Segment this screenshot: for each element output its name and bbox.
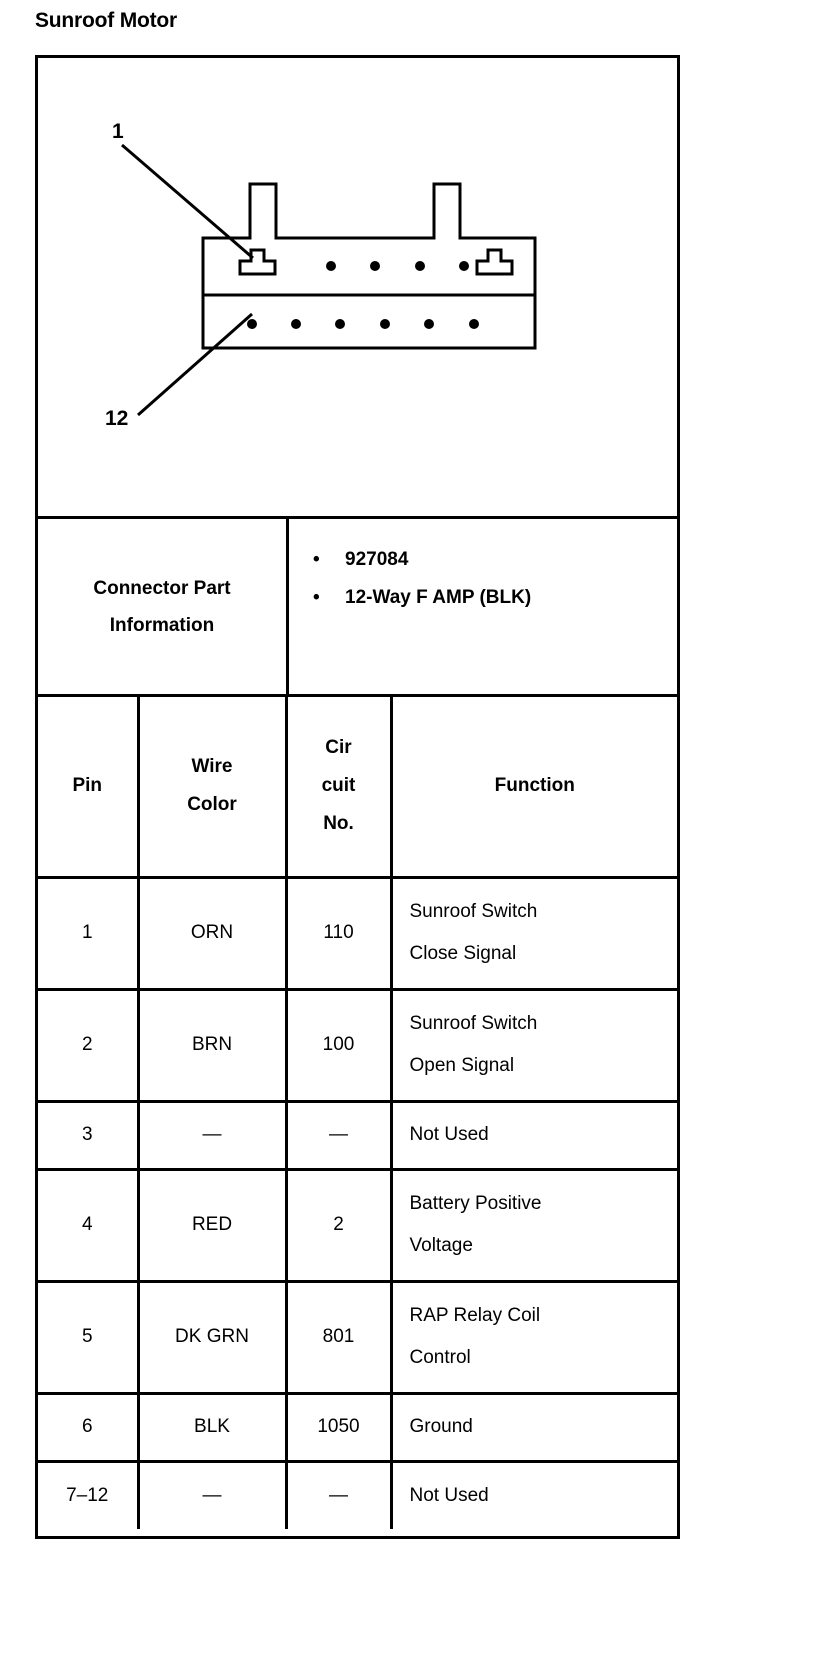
connector-diagram-svg: 1 12 <box>105 120 537 430</box>
cell-function: Battery Positive Voltage <box>391 1169 677 1283</box>
table-row: 4 RED 2 Battery Positive Voltage <box>38 1169 677 1283</box>
cell-circuit-no: — <box>286 1461 393 1529</box>
cell-circuit-no: 1050 <box>286 1393 393 1463</box>
cell-function: Sunroof Switch Open Signal <box>391 989 677 1103</box>
page-title: Sunroof Motor <box>35 9 178 32</box>
header-line: Color <box>187 794 237 816</box>
cpi-value-item: • 927084 <box>313 541 677 579</box>
cpi-value-text: 927084 <box>345 549 409 570</box>
cell-wire-color: ORN <box>138 877 288 991</box>
cell-pin: 1 <box>38 877 140 991</box>
cavity-pin-4 <box>415 261 425 271</box>
cavity-keyed-pin-1 <box>238 248 277 276</box>
callout-leader-1 <box>121 143 254 260</box>
table-row: 6 BLK 1050 Ground <box>38 1393 677 1463</box>
function-line: Open Signal <box>409 1055 515 1076</box>
cpi-label-line-2: Information <box>109 614 215 636</box>
function-line: RAP Relay Coil <box>409 1305 541 1326</box>
cavity-pin-5 <box>459 261 469 271</box>
cell-pin: 2 <box>38 989 140 1103</box>
cell-pin: 4 <box>38 1169 140 1283</box>
connector-part-information-values: • 927084 • 12-Way F AMP (BLK) <box>289 519 677 694</box>
function-line: Close Signal <box>409 943 517 964</box>
function-line: Not Used <box>409 1124 489 1145</box>
pin-assignment-table: Pin Wire Color Cir cuit No. Function <box>38 697 677 1529</box>
cell-function: Sunroof Switch Close Signal <box>391 877 677 991</box>
cavity-pin-8 <box>424 319 434 329</box>
table-header-row: Pin Wire Color Cir cuit No. Function <box>38 697 677 879</box>
header-line: Pin <box>72 775 103 797</box>
cell-wire-color: DK GRN <box>138 1281 288 1395</box>
function-line: Sunroof Switch <box>409 1013 538 1034</box>
cell-pin: 6 <box>38 1393 140 1463</box>
cavity-keyed-pin-6 <box>475 248 514 276</box>
cell-circuit-no: — <box>286 1101 393 1171</box>
function-line: Not Used <box>409 1484 489 1506</box>
column-header-function: Function <box>391 697 677 879</box>
table-row: 7–12 — — Not Used <box>38 1461 677 1529</box>
cell-pin: 3 <box>38 1101 140 1171</box>
cpi-label-line-1: Connector Part <box>93 577 231 599</box>
table-row: 5 DK GRN 801 RAP Relay Coil Control <box>38 1281 677 1395</box>
callout-label-1: 1 <box>112 120 124 143</box>
cavity-pin-10 <box>335 319 345 329</box>
bullet-icon: • <box>313 587 320 608</box>
header-line: Wire <box>191 756 233 778</box>
header-line: cuit <box>321 775 356 797</box>
cell-function: Ground <box>391 1393 677 1463</box>
cell-wire-color: BLK <box>138 1393 288 1463</box>
cell-wire-color: BRN <box>138 989 288 1103</box>
bullet-icon: • <box>313 549 320 570</box>
cell-function: RAP Relay Coil Control <box>391 1281 677 1395</box>
cell-wire-color: — <box>138 1461 288 1529</box>
cell-function: Not Used <box>391 1461 677 1529</box>
callout-leader-12 <box>137 312 253 417</box>
column-header-pin: Pin <box>38 697 140 879</box>
connector-part-information-row: Connector Part Information • 927084 • 12… <box>38 519 677 697</box>
callout-label-12: 12 <box>105 407 128 430</box>
cell-pin: 7–12 <box>38 1461 140 1529</box>
cell-pin: 5 <box>38 1281 140 1395</box>
cell-circuit-no: 801 <box>286 1281 393 1395</box>
header-line: No. <box>323 813 354 835</box>
cell-wire-color: — <box>138 1101 288 1171</box>
table-row: 1 ORN 110 Sunroof Switch Close Signal <box>38 877 677 991</box>
function-line: Control <box>409 1347 471 1368</box>
function-line: Sunroof Switch <box>409 901 538 922</box>
cpi-value-text: 12-Way F AMP (BLK) <box>345 587 532 608</box>
cavity-pin-9 <box>380 319 390 329</box>
function-line: Battery Positive <box>409 1193 542 1214</box>
cell-circuit-no: 110 <box>286 877 393 991</box>
function-line: Voltage <box>409 1235 473 1256</box>
header-line: Cir <box>325 737 352 759</box>
cavity-pin-3 <box>370 261 380 271</box>
cavity-pin-11 <box>291 319 301 329</box>
table-row: 2 BRN 100 Sunroof Switch Open Signal <box>38 989 677 1103</box>
cell-wire-color: RED <box>138 1169 288 1283</box>
connector-body-outline <box>201 182 537 350</box>
connector-illustration-panel: 1 12 <box>38 58 677 519</box>
column-header-circuit-no: Cir cuit No. <box>286 697 393 879</box>
content-frame: 1 12 <box>35 55 680 1539</box>
table-row: 3 — — Not Used <box>38 1101 677 1171</box>
cavity-pin-2 <box>326 261 336 271</box>
cell-circuit-no: 100 <box>286 989 393 1103</box>
cavity-pin-12 <box>247 319 257 329</box>
function-line: Ground <box>409 1416 473 1437</box>
cell-circuit-no: 2 <box>286 1169 393 1283</box>
cpi-value-item: • 12-Way F AMP (BLK) <box>313 579 677 617</box>
cavity-pin-7 <box>469 319 479 329</box>
header-line: Function <box>494 775 575 797</box>
connector-part-information-label: Connector Part Information <box>38 519 289 694</box>
column-header-wire-color: Wire Color <box>138 697 288 879</box>
cell-function: Not Used <box>391 1101 677 1171</box>
